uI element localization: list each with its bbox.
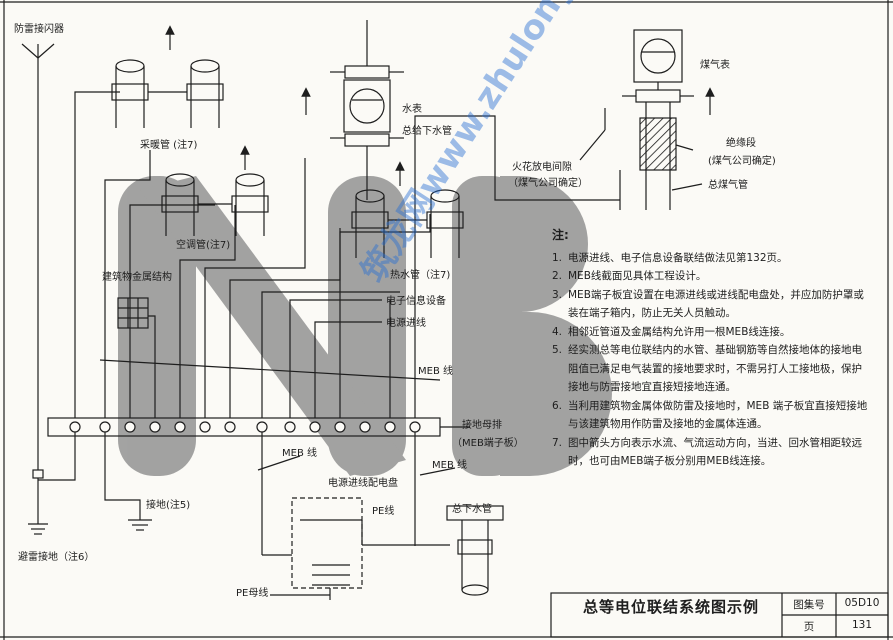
note-text: 图中箭头方向表示水流、气流运动方向，当进、回水管相距较远时，也可由MEB端子板分… [568,436,862,468]
lightning-arrester [21,43,55,500]
label-lightning-ground: 避雷接地（注6） [18,552,95,563]
note-text: 当利用建筑物金属体做防雷及接地时，MEB 端子板宜直接短接地与该建筑物用作防雷及… [568,399,868,431]
label-meb-line-1: MEB 线 [418,366,453,377]
note-item: 5. 经实测总等电位联结内的水管、基础钢筋等自然接地体的接地电阻值已满足电气装置的… [552,341,872,397]
note-text: 电源进线、电子信息设备联结做法见第132页。 [568,251,788,264]
label-meb-line-3: MEB 线 [432,460,467,471]
label-pe-bus: PE母线 [236,588,269,599]
atlas-value: 05D10 [844,597,880,609]
label-hot-water-pipe: 热水管（注7) [390,270,451,281]
drain-pipe-symbol [414,432,504,596]
label-grounding: 接地(注5) [146,500,191,511]
note-number: 7. [552,436,563,449]
note-item: 6. 当利用建筑物金属体做防雷及接地时，MEB 端子板宜直接短接地与该建筑物用作防… [552,397,872,434]
page-label: 页 [803,621,815,633]
note-number: 2. [552,270,563,282]
busbar-terminals [69,421,421,433]
label-water-meter: 水表 [402,104,422,115]
label-power-incoming: 电源进线 [386,318,426,329]
note-item: 2. MEB线截面见具体工程设计。 [552,267,872,286]
ac-pipe-symbol [161,145,269,236]
notes-section: 注: 1. 电源进线、电子信息设备联结做法见第132页。 2. MEB线截面见具体工… [552,226,872,471]
heating-pipe-symbol [111,25,224,128]
incoming-panel-symbol [261,432,450,600]
note-text: 相邻近管道及金属结构允许用一根MEB线连接。 [568,325,791,338]
lightning-ground-symbol [28,500,48,535]
atlas-label: 图集号 [793,599,825,611]
label-pe-line: PE线 [372,506,395,517]
note-text: 经实测总等电位联结内的水管、基础钢筋等自然接地体的接地电阻值已满足电气装置的接地… [568,344,862,393]
note-number: 3. [552,288,563,301]
drawing-title: 总等电位联结系统图示例 [582,598,759,616]
label-electronic-info: 电子信息设备 [386,296,446,307]
label-bus-bar-2: （MEB端子板） [452,438,524,449]
building-metal-grid [117,297,149,329]
note-item: 1. 电源进线、电子信息设备联结做法见第132页。 [552,249,872,268]
label-gas-company-2: (煤气公司确定) [708,156,776,167]
label-gas-meter: 煤气表 [700,60,730,71]
label-main-gas-pipe: 总煤气管 [708,180,748,191]
page-value: 131 [851,619,873,631]
label-gas-company-1: （煤气公司确定） [508,178,588,189]
label-spark-gap: 火花放电间隙 [512,162,572,173]
label-heating-pipe: 采暖管 (注7) [140,140,198,151]
note-number: 6. [552,399,563,412]
hot-water-pipe-symbol [351,161,464,258]
note-text: MEB线截面见具体工程设计。 [568,270,707,282]
label-water-supply-pipe: 总给下水管 [402,126,452,137]
label-building-metal: 建筑物金属结构 [102,272,172,283]
label-incoming-panel: 电源进线配电盘 [328,478,398,489]
note-text: MEB端子板宜设置在电源进线或进线配电盘处，并应加防护罩或装在端子箱内，防止无关… [568,288,864,320]
note-item: 4. 相邻近管道及金属结构允许用一根MEB线连接。 [552,323,872,342]
label-drain-pipe: 总下水管 [452,504,492,515]
label-bus-bar-1: 接地母排 [462,420,502,431]
label-ac-pipe: 空调管(注7) [176,240,231,251]
note-number: 4. [552,325,563,338]
label-lightning-arrester: 防雷接闪器 [14,24,64,35]
gas-meter-symbol [604,29,715,210]
note-item: 7. 图中箭头方向表示水流、气流运动方向，当进、回水管相距较远时，也可由MEB端子… [552,434,872,471]
water-meter-symbol [301,20,404,200]
label-insulation-section: 绝缘段 [726,138,756,149]
notes-heading: 注: [552,228,569,242]
ground-symbol [128,519,152,531]
note-item: 3. MEB端子板宜设置在电源进线或进线配电盘处，并应加防护罩或装在端子箱内，防止… [552,286,872,323]
label-meb-line-2: MEB 线 [282,448,317,459]
title-block-frame [550,592,889,638]
note-number: 5. [552,344,563,356]
note-number: 1. [552,251,563,264]
